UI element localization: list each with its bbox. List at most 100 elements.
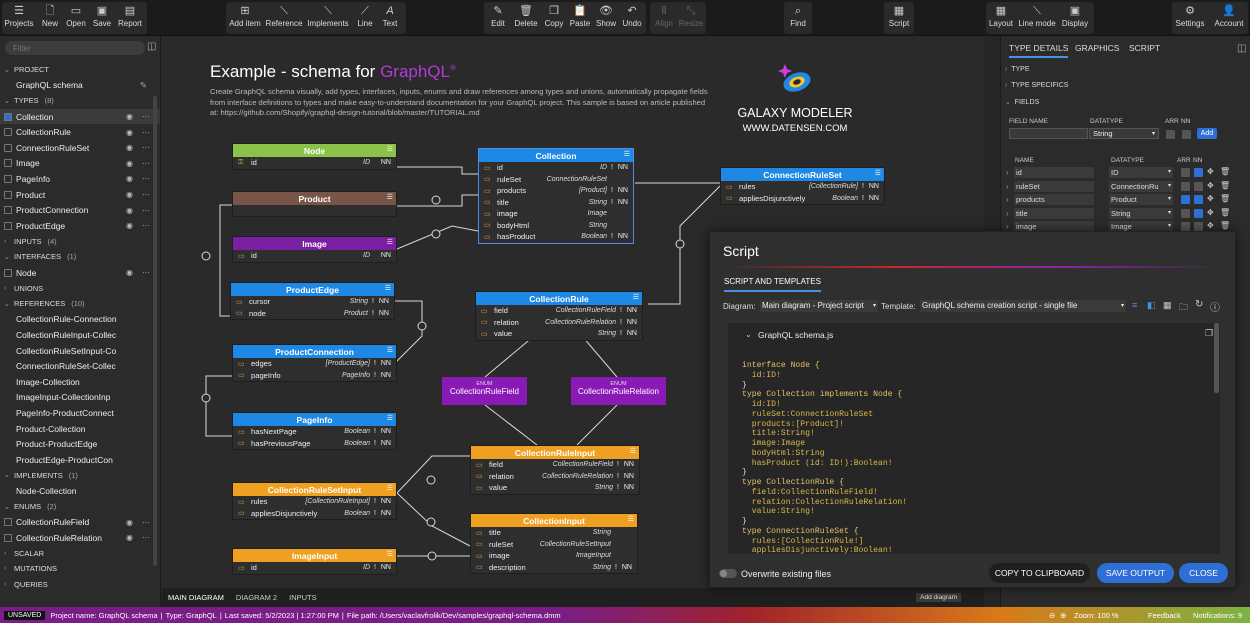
entity-product-connection[interactable]: ProductConnection▭edges[ProductEdge]!NN▭… (232, 344, 397, 382)
entity-menu-icon[interactable]: ☰ (386, 551, 393, 558)
field-nn-checkbox[interactable] (1194, 181, 1203, 191)
item-checkbox[interactable] (4, 518, 12, 527)
item-checkbox[interactable] (4, 206, 12, 215)
reference-button[interactable]: ⟍Reference (266, 2, 303, 34)
tree-item[interactable]: ProductConnection◉··· (0, 202, 160, 218)
chevron-right-icon[interactable]: › (1006, 222, 1009, 231)
reference-line[interactable] (576, 404, 618, 446)
visibility-icon[interactable]: ◉ (126, 205, 133, 215)
tab-main-diagram[interactable]: MAIN DIAGRAM (168, 593, 224, 602)
reference-line[interactable] (484, 404, 538, 446)
section-queries[interactable]: ›QUERIES (0, 577, 160, 593)
copy-to-clipboard-button[interactable]: COPY TO CLIPBOARD (989, 563, 1090, 583)
line-mode-button[interactable]: ⟍Line mode (1018, 2, 1056, 34)
account-button[interactable]: 👤Account (1212, 2, 1246, 34)
item-checkbox[interactable] (4, 190, 12, 199)
visibility-icon[interactable]: ◉ (126, 221, 133, 231)
chevron-right-icon[interactable]: › (1006, 208, 1009, 218)
section-mutations[interactable]: ›MUTATIONS (0, 561, 160, 577)
refresh-icon[interactable]: ↻ (1195, 299, 1204, 310)
item-checkbox[interactable] (4, 112, 12, 121)
delete-button[interactable]: 🗑Delete (512, 2, 540, 34)
visibility-icon[interactable]: ◉ (126, 112, 133, 122)
add-field-button[interactable]: Add (1197, 128, 1217, 139)
copy-icon[interactable]: ❐ (1205, 328, 1214, 338)
field-name-input[interactable]: products (1014, 194, 1094, 205)
field-name-input[interactable]: image (1014, 221, 1094, 232)
tree-item[interactable]: Collection◉··· (0, 108, 160, 125)
more-icon[interactable]: ··· (142, 143, 150, 153)
save-output-button[interactable]: SAVE OUTPUT (1097, 563, 1174, 583)
visibility-icon[interactable]: ◉ (126, 533, 133, 543)
entity-menu-icon[interactable]: ☰ (386, 347, 393, 354)
reference-line[interactable] (397, 194, 478, 207)
reference-line[interactable] (648, 185, 721, 305)
tree-item[interactable]: CollectionRule◉··· (0, 124, 160, 140)
drag-handle-icon[interactable]: ✥ (1207, 180, 1214, 190)
section-types[interactable]: ⌄TYPES(8) (0, 93, 160, 109)
add-diagram-button[interactable]: Add diagram (916, 593, 961, 602)
field-datatype-select[interactable]: Product▾ (1109, 194, 1173, 205)
save-button[interactable]: ▣Save (90, 2, 114, 34)
add-item-button[interactable]: ⊞Add item (228, 2, 262, 34)
item-checkbox[interactable] (4, 533, 12, 542)
item-checkbox[interactable] (4, 128, 12, 137)
tab-script[interactable]: SCRIPT (1129, 43, 1161, 53)
item-checkbox[interactable] (4, 174, 12, 183)
feedback-link[interactable]: Feedback (1148, 610, 1181, 620)
tree-item[interactable]: Product◉··· (0, 187, 160, 203)
close-button[interactable]: CLOSE (1179, 563, 1228, 583)
reference-line[interactable] (484, 335, 535, 378)
entity-field-row[interactable]: ▭rules[CollectionRuleInput]!NN (233, 496, 396, 508)
field-arr-checkbox[interactable] (1181, 168, 1190, 177)
field-nn-checkbox[interactable] (1194, 208, 1203, 218)
drag-handle-icon[interactable]: ✥ (1207, 167, 1214, 176)
tree-item[interactable]: Image◉··· (0, 156, 160, 172)
projects-button[interactable]: ☰Projects (4, 2, 34, 34)
trash-icon[interactable]: 🗑 (1220, 221, 1231, 230)
tree-item[interactable]: PageInfo◉··· (0, 171, 160, 187)
reference-line[interactable] (397, 166, 478, 175)
section-fields[interactable]: ⌄ FIELDS (1005, 98, 1039, 106)
edit-icon[interactable]: ✎ (139, 79, 147, 90)
more-icon[interactable]: ··· (142, 127, 150, 137)
zoom-out-icon[interactable]: ⊖ (1049, 610, 1056, 620)
field-arr-checkbox[interactable] (1181, 181, 1190, 191)
diagram-select[interactable]: Main diagram - Project script▾ (760, 300, 878, 312)
more-icon[interactable]: ··· (142, 190, 150, 200)
open-button[interactable]: ▭Open (64, 2, 88, 34)
field-arr-checkbox[interactable] (1181, 195, 1190, 204)
entity-menu-icon[interactable]: ☰ (629, 448, 636, 455)
entity-menu-icon[interactable]: ☰ (386, 485, 393, 492)
tree-item[interactable]: PageInfo-ProductConnect (0, 405, 160, 421)
section-implements[interactable]: ⌄IMPLEMENTS(1) (0, 468, 160, 484)
section-enums[interactable]: ⌄ENUMS(2) (0, 499, 160, 515)
tree-item[interactable]: CollectionRuleSetInput-Co (0, 343, 160, 359)
expand-panel-icon[interactable]: ◫ (1237, 43, 1247, 54)
section-scalar[interactable]: ›SCALAR (0, 546, 160, 562)
entity-collection-rule-set-input[interactable]: CollectionRuleSetInput▭rules[CollectionR… (232, 482, 397, 520)
edit-button[interactable]: ✎Edit (486, 2, 510, 34)
drag-handle-icon[interactable]: ✥ (1207, 194, 1214, 203)
folder-icon[interactable]: 🗀 (1179, 302, 1189, 312)
reference-line[interactable] (396, 455, 470, 494)
tree-item[interactable]: Node-Collection (0, 483, 160, 499)
tree-item[interactable]: ImageInput-CollectionInp (0, 390, 160, 406)
field-arr-checkbox[interactable] (1181, 222, 1190, 231)
entity-menu-icon[interactable]: ☰ (386, 415, 393, 422)
drag-handle-icon[interactable]: ✥ (1207, 207, 1214, 217)
